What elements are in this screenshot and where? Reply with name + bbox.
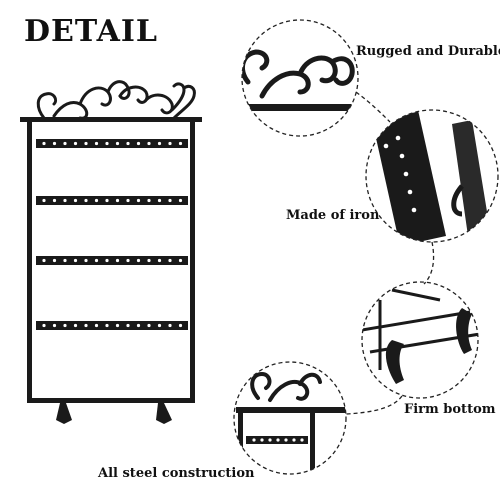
scroll-ornament: [36, 80, 196, 120]
panel-hole: [52, 323, 57, 328]
panel-hole: [105, 141, 109, 146]
panel-hole: [105, 198, 109, 203]
panel-hole: [84, 323, 88, 328]
panel-hole: [136, 323, 141, 328]
panel-hole: [84, 141, 88, 146]
panel-hole: [168, 258, 172, 263]
panel-hole: [52, 141, 57, 146]
panel-hole: [115, 323, 120, 328]
panel-hole: [115, 198, 120, 203]
stand-feet: [56, 403, 172, 424]
callout-label-iron: Made of iron: [286, 208, 380, 223]
panel-hole: [94, 198, 99, 203]
panel-hole: [126, 141, 130, 146]
panel-hole: [147, 323, 151, 328]
panel-hole: [52, 198, 57, 203]
hook-panels: [36, 139, 188, 330]
panel-hole: [178, 198, 183, 203]
scroll-top-detail: [241, 19, 359, 137]
connector-lines: [345, 91, 435, 415]
panel-hole: [157, 141, 162, 146]
panel-hole: [73, 323, 78, 328]
panel-hole: [168, 141, 172, 146]
foot-detail: [361, 281, 479, 399]
panel-hole: [63, 141, 67, 146]
panel-hole: [94, 323, 99, 328]
panel-hole: [168, 323, 172, 328]
panel-hole: [63, 258, 67, 263]
jewelry-stand-image: [20, 80, 202, 424]
panel-hole: [136, 198, 141, 203]
callout-label-bottom: Firm bottom: [404, 402, 496, 417]
panel-hole: [115, 258, 120, 263]
panel-hole: [42, 141, 46, 146]
panel-hole: [42, 323, 46, 328]
panel-hole: [147, 141, 151, 146]
panel-hole: [73, 198, 78, 203]
panel-hole: [84, 258, 88, 263]
callout-label-rugged: Rugged and Durable: [356, 44, 500, 59]
panel-hole: [157, 323, 162, 328]
panel-hole: [73, 141, 78, 146]
panel-hole: [115, 141, 120, 146]
panel-hole: [157, 258, 162, 263]
panel-holes: [42, 141, 183, 328]
panel-hole: [126, 258, 130, 263]
panel-hole: [105, 258, 109, 263]
page-title: DETAIL: [24, 14, 158, 49]
panel-hole: [168, 198, 172, 203]
panel-hole: [126, 323, 130, 328]
panel-hole: [178, 141, 183, 146]
panel-hole: [94, 258, 99, 263]
panel-hole: [52, 258, 57, 263]
panel-hole: [63, 198, 67, 203]
iron-panel-detail: [365, 109, 499, 243]
panel-hole: [42, 198, 46, 203]
frame-detail: [233, 361, 347, 475]
callout-label-steel: All steel construction: [98, 466, 255, 481]
panel-hole: [105, 323, 109, 328]
panel-hole: [136, 258, 141, 263]
panel-hole: [73, 258, 78, 263]
panel-hole: [136, 141, 141, 146]
panel-hole: [63, 323, 67, 328]
panel-hole: [126, 198, 130, 203]
panel-hole: [42, 258, 46, 263]
panel-hole: [94, 141, 99, 146]
panel-hole: [147, 258, 151, 263]
panel-hole: [178, 258, 183, 263]
panel-hole: [147, 198, 151, 203]
panel-hole: [157, 198, 162, 203]
panel-hole: [84, 198, 88, 203]
panel-hole: [178, 323, 183, 328]
